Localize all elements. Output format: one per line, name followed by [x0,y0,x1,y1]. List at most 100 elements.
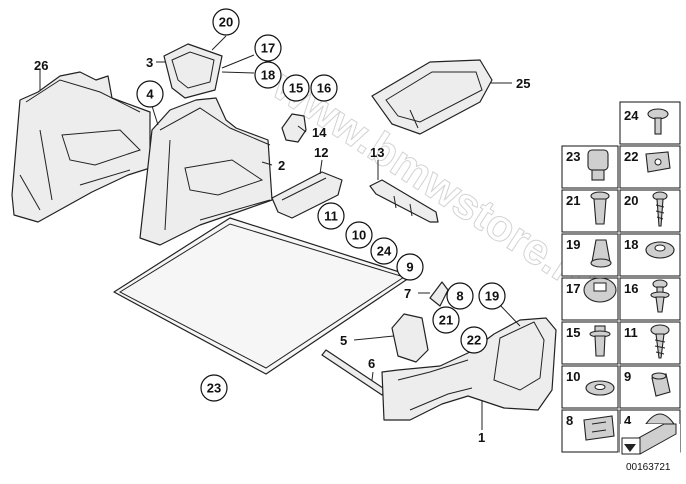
label-6: 6 [368,356,375,371]
callout-8-label: 8 [456,289,463,304]
part-14-bracket [281,113,307,143]
callout-20: 20 [212,8,240,36]
spreader-rivet-icon [589,325,611,357]
round-cap-icon [583,277,617,303]
callout-16: 16 [310,74,338,102]
callout-8: 8 [446,282,474,310]
leader-19 [499,304,521,327]
direction-arrow-icon [620,423,680,455]
legend-num-15: 15 [566,325,580,340]
legend-num-22: 22 [624,149,638,164]
callout-22-label: 22 [467,333,481,348]
legend-cell-9 [619,365,681,409]
part-3-storage-box [163,43,223,99]
legend-num-9: 9 [624,369,631,384]
part-25-tray [371,59,493,135]
callout-21-label: 21 [439,313,453,328]
plug-icon [590,239,612,268]
part-13-rail [369,179,439,223]
part-1-wheel-trim [381,317,557,421]
callout-19-label: 19 [485,289,499,304]
push-rivet-icon [650,279,670,313]
label-7: 7 [404,286,411,301]
leader-4 [151,105,159,126]
label-5: 5 [340,333,347,348]
part-6-strip [321,349,387,396]
sleeve-icon [651,372,671,397]
legend-num-18: 18 [624,237,638,252]
leader-5 [353,335,395,341]
part-5-lid [391,313,429,363]
legend-num-20: 20 [624,193,638,208]
callout-26-label: 26 [34,58,48,73]
hex-screw-icon [650,324,670,359]
washer-icon [585,380,615,396]
spring-nut-icon [583,415,615,441]
fastener-legend: 24 23 22 21 20 [561,101,681,455]
leader-17 [221,54,255,69]
footer-code: 00163721 [626,462,671,473]
legend-cell-15 [561,321,619,365]
part-2-right-side-trim [139,97,273,246]
callout-18-label: 18 [261,68,275,83]
leader-20 [211,35,227,51]
callout-21: 21 [432,306,460,334]
legend-cell-11 [619,321,681,365]
self-tapping-screw-icon [652,191,668,227]
callout-24: 24 [370,237,398,265]
expanding-rivet-icon [590,191,610,225]
callout-22: 22 [460,326,488,354]
label-1: 1 [478,430,485,445]
callout-15-label: 15 [289,81,303,96]
legend-num-23: 23 [566,149,580,164]
callout-4-label: 4 [146,87,154,102]
callout-19: 19 [478,282,506,310]
callout-11: 11 [317,202,345,230]
leader-18 [221,71,255,74]
leader-14 [297,125,307,133]
leader-12 [319,159,323,175]
legend-num-24: 24 [624,108,639,123]
callout-23-label: 23 [207,381,221,396]
legend-num-10: 10 [566,369,580,384]
leader-6 [371,371,374,381]
legend-num-17: 17 [566,281,580,296]
legend-num-4: 4 [624,413,632,428]
rivet-screw-icon [647,108,669,135]
label-3: 3 [146,55,153,70]
label-2: 2 [278,158,285,173]
legend-num-16: 16 [624,281,638,296]
legend-num-19: 19 [566,237,580,252]
callout-16-label: 16 [317,81,331,96]
legend-cell-16 [619,277,681,321]
callout-24-label: 24 [377,244,392,259]
legend-num-11: 11 [624,325,638,340]
callout-17: 17 [254,34,282,62]
callout-20-label: 20 [219,15,233,30]
callout-15: 15 [282,74,310,102]
label-12: 12 [314,145,328,160]
part-26-left-side-trim [11,71,151,223]
callout-10: 10 [345,221,373,249]
callout-17-label: 17 [261,41,275,56]
part-12-cover [271,171,343,219]
part-7-clip [429,281,449,307]
label-25: 25 [516,76,530,91]
cap-nut-icon [587,149,609,181]
legend-num-8: 8 [566,413,573,428]
grommet-icon [645,241,675,259]
label-14: 14 [312,125,327,140]
callout-10-label: 10 [352,228,366,243]
callout-18: 18 [254,61,282,89]
label-13: 13 [370,145,384,160]
callout-26: 26 [34,58,48,73]
legend-cell-20 [619,189,681,233]
callout-9: 9 [396,253,424,281]
clip-nut-icon [645,151,671,173]
legend-cell-24 [619,101,681,145]
callout-23: 23 [200,374,228,402]
callout-11-label: 11 [324,209,338,224]
callout-9-label: 9 [406,260,413,275]
